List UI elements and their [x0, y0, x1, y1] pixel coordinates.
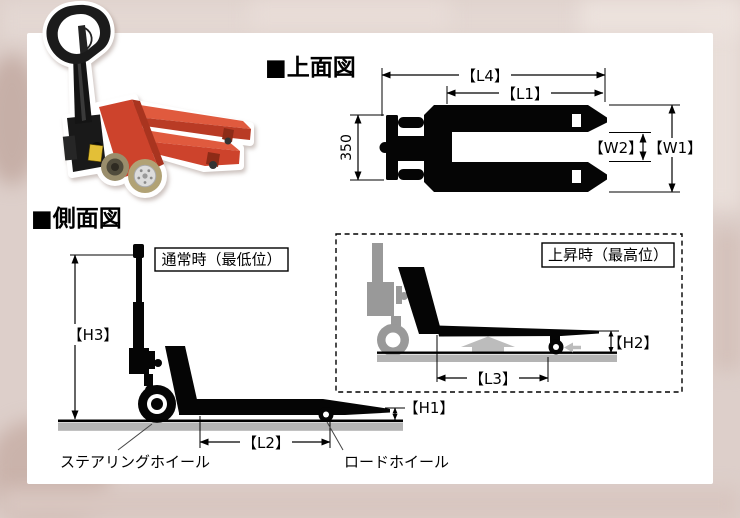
carriage [165, 346, 200, 413]
side-view-diagram: 通常時（最低位） 【H3】 【L2】 【H1】 ステアリングホイール ロードホイ… [58, 233, 683, 471]
mast [133, 302, 144, 350]
steering-unit [386, 115, 398, 180]
top-view-title: ■上面図 [265, 55, 356, 81]
pump-knob [154, 359, 162, 367]
fork-slot [572, 170, 581, 183]
steering-wheel-left [398, 117, 424, 128]
pump-ghost [367, 282, 394, 316]
ground-bar [58, 422, 403, 431]
fork-raised [437, 325, 599, 337]
carriage-shade [132, 99, 164, 167]
wheel-bolt [147, 169, 151, 173]
fork-strut [222, 128, 234, 142]
inset-ground-line [377, 351, 617, 354]
background-blur [0, 488, 740, 518]
wheel-shift-arrow [564, 342, 581, 353]
fork [179, 399, 390, 415]
steering-wheel-label: ステアリングホイール [60, 453, 210, 471]
carriage [99, 99, 158, 178]
carriage-top [424, 105, 452, 192]
load-wheel-hub [323, 411, 329, 418]
normal-caption-box [154, 247, 289, 272]
ground-line [58, 419, 403, 423]
raised-caption-box [541, 242, 675, 268]
wheel-bolt [139, 169, 143, 173]
handle-cable [84, 27, 93, 50]
dim-l2-label: 【L2】 [242, 434, 290, 452]
raised-inset: 上昇時（最高位） 【H2】 【L3】 [335, 233, 683, 393]
wheel-bolt [137, 176, 141, 180]
dim-w2-label: 【W2】 [589, 139, 643, 157]
truck-side-silhouette [129, 244, 390, 423]
load-wheel-raised-hub [553, 344, 559, 350]
handle-grip [133, 244, 144, 258]
linkage-ghost [391, 316, 401, 326]
background-blur [712, 230, 740, 370]
pump-lever [149, 351, 155, 369]
top-view-diagram: 【L4】 【L1】 350 【W2】 【W1】 [339, 66, 702, 193]
linkage [144, 374, 153, 386]
normal-caption: 通常時（最低位） [161, 251, 281, 269]
far-fork-top [127, 103, 251, 129]
dim-l3-label: 【L3】 [469, 370, 517, 388]
wheel-bolt [149, 176, 153, 180]
exit-roller [224, 137, 232, 145]
wheel-bracket [550, 333, 560, 343]
steering-wheel-hub [151, 398, 163, 410]
pump-body [129, 348, 149, 374]
pallet-truck-photo [28, 0, 266, 212]
steering-wheel-ghost-hub [385, 332, 401, 348]
background-blur [580, 0, 740, 34]
wheel-axle [111, 163, 119, 171]
wheel-hub-ring [133, 164, 157, 188]
pump-block [397, 136, 429, 161]
pump-knob-ghost [400, 292, 408, 300]
truck-art [46, 4, 251, 193]
ghost-parts [367, 243, 409, 356]
dim-h2-label: 【H2】 [608, 334, 659, 352]
fork-slot [572, 114, 581, 127]
carriage-raised [398, 267, 442, 334]
background-blur [250, 0, 450, 30]
pump-lever-ghost [396, 286, 402, 304]
lift-up-arrow [461, 336, 515, 352]
dim-l4-label: 【L4】 [461, 67, 509, 85]
dim-h1-label: 【H1】 [404, 399, 455, 417]
dim-l1-label: 【L1】 [501, 85, 549, 103]
far-fork-side [136, 117, 251, 140]
mast-highlight [77, 56, 86, 121]
steering-wheel-right [398, 169, 424, 180]
load-wheel-label: ロードホイール [344, 453, 449, 471]
dim-h3-label: 【H3】 [68, 326, 119, 344]
dim-350-label: 350 [339, 134, 355, 161]
pump-detail [62, 135, 78, 161]
warning-label [87, 143, 104, 163]
fork-upper [450, 105, 607, 132]
dim-w1-label: 【W1】 [648, 139, 702, 157]
inset-border [335, 233, 683, 393]
raised-caption: 上昇時（最高位） [548, 246, 668, 264]
fork-lower [450, 162, 607, 192]
truck-top-silhouette [379, 105, 607, 192]
top-view-dimensions: 【L4】 【L1】 350 【W2】 【W1】 [339, 66, 702, 193]
mast-ghost [372, 243, 383, 315]
handle-loop [46, 4, 111, 64]
exit-roller [209, 161, 217, 169]
inset-ground-bar [377, 354, 617, 362]
handle-rod [136, 256, 142, 304]
side-view-title: ■側面図 [31, 206, 122, 232]
wheel-axle [142, 173, 148, 179]
wheel-bolt [143, 181, 147, 184]
